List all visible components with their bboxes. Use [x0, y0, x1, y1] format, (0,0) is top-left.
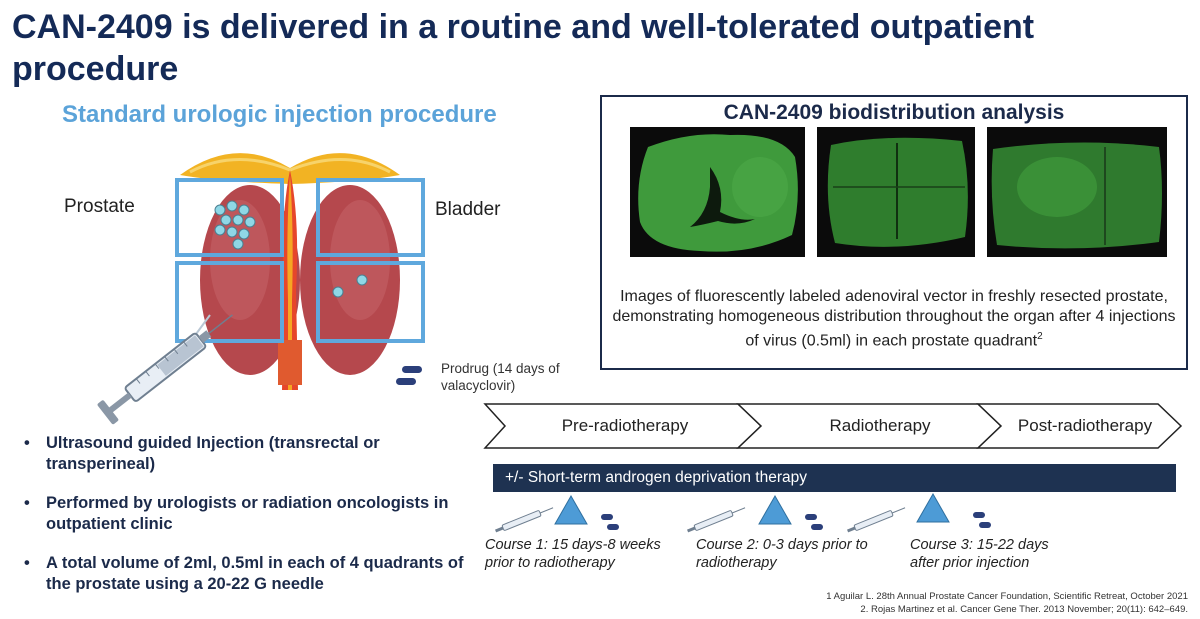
bullet-text: Ultrasound guided Injection (transrectal…	[46, 434, 380, 473]
syringe-icon	[847, 507, 906, 533]
phase-radiotherapy: Radiotherapy	[829, 416, 931, 435]
prostate-injection-diagram	[60, 140, 530, 430]
fluorescence-image	[630, 127, 805, 257]
bullet-text: A total volume of 2ml, 0.5ml in each of …	[46, 554, 464, 593]
reference-item: 2. Rojas Martinez et al. Cancer Gene The…	[860, 604, 1188, 615]
fluorescence-image	[817, 127, 975, 257]
phase-post-radiotherapy: Post-radiotherapy	[1017, 416, 1153, 435]
caption-text: Images of fluorescently labeled adenovir…	[612, 288, 1176, 350]
caption-reference: 2	[1037, 331, 1043, 342]
course-1-marker	[554, 494, 588, 525]
course-2-text: Course 2: 0-3 days prior to radiotherapy	[696, 537, 868, 571]
fluorescence-image	[987, 127, 1167, 257]
procedure-bullet-list: • Ultrasound guided Injection (transrecta…	[20, 433, 480, 613]
biodistribution-title: CAN-2409 biodistribution analysis	[723, 101, 1065, 124]
prostate-illustration	[97, 153, 425, 425]
bullet-text: Performed by urologists or radiation onc…	[46, 494, 449, 533]
bullet-item: • A total volume of 2ml, 0.5ml in each of…	[20, 553, 480, 595]
bullet-dot: •	[24, 494, 30, 512]
adt-bar: +/- Short-term androgen deprivation ther…	[493, 464, 1176, 492]
bullet-item: • Performed by urologists or radiation on…	[20, 493, 480, 535]
course-3-marker	[916, 492, 950, 523]
injection-procedure-subtitle: Standard urologic injection procedure	[62, 101, 497, 128]
treatment-timeline	[483, 403, 1183, 449]
bladder-label: Bladder	[435, 199, 501, 220]
slide-title: CAN-2409 is delivered in a routine and w…	[12, 8, 1035, 88]
references: 1 Aguilar L. 28th Annual Prostate Cancer…	[826, 590, 1188, 616]
bullet-dot: •	[24, 554, 30, 572]
prostate-label: Prostate	[64, 196, 135, 217]
bullet-dot: •	[24, 434, 30, 452]
course-2-marker	[758, 494, 792, 525]
syringe-icon	[495, 507, 554, 533]
course-markers	[495, 492, 991, 533]
course-1-text: Course 1: 15 days-8 weeks prior to radio…	[485, 537, 661, 571]
pill-icon	[973, 512, 991, 528]
bullet-item: • Ultrasound guided Injection (transrecta…	[20, 433, 480, 475]
course-3-text: Course 3: 15-22 days after prior injecti…	[910, 537, 1049, 571]
pill-icon	[396, 366, 422, 385]
pill-icon	[805, 514, 823, 530]
biodistribution-caption: Images of fluorescently labeled adenovir…	[612, 287, 1176, 351]
reference-item: 1 Aguilar L. 28th Annual Prostate Cancer…	[826, 591, 1188, 602]
biodistribution-panel: CAN-2409 biodistribution analysis Images…	[600, 95, 1188, 370]
syringe-icon	[687, 507, 746, 533]
phase-pre-radiotherapy: Pre-radiotherapy	[561, 416, 689, 435]
pill-icon	[601, 514, 619, 530]
prodrug-note: Prodrug (14 days of valacyclovir)	[441, 361, 560, 393]
